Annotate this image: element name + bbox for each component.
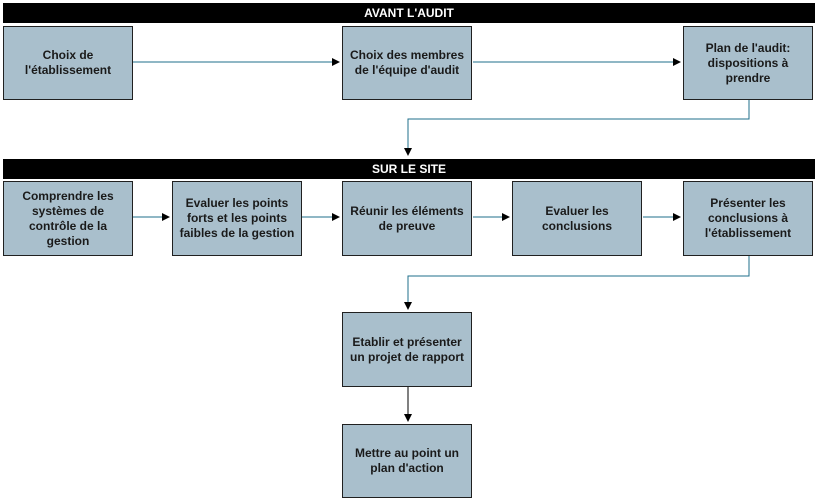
step-reunir: Réunir les éléments de preuve [342,181,472,256]
phase-header-on-site: SUR LE SITE [3,159,815,179]
step-evaluer-points: Evaluer les points forts et les points f… [172,181,302,256]
step-evaluer-conclusions: Evaluer les conclusions [512,181,642,256]
phase-header-before-audit: AVANT L'AUDIT [3,3,815,23]
step-plan-audit: Plan de l'audit: dispositions à prendre [683,26,813,100]
connector-presenter-to-rapport [404,256,750,310]
step-presenter: Présenter les conclusions à l'établissem… [683,181,813,256]
connector-plan-to-site [404,99,750,156]
step-choix-etablissement: Choix de l'établissement [3,26,133,100]
step-plan-action: Mettre au point un plan d'action [342,424,472,498]
step-choix-equipe: Choix des membres de l'équipe d'audit [342,26,472,100]
step-rapport: Etablir et présenter un projet de rappor… [342,312,472,387]
step-comprendre: Comprendre les systèmes de contrôle de l… [3,181,133,256]
